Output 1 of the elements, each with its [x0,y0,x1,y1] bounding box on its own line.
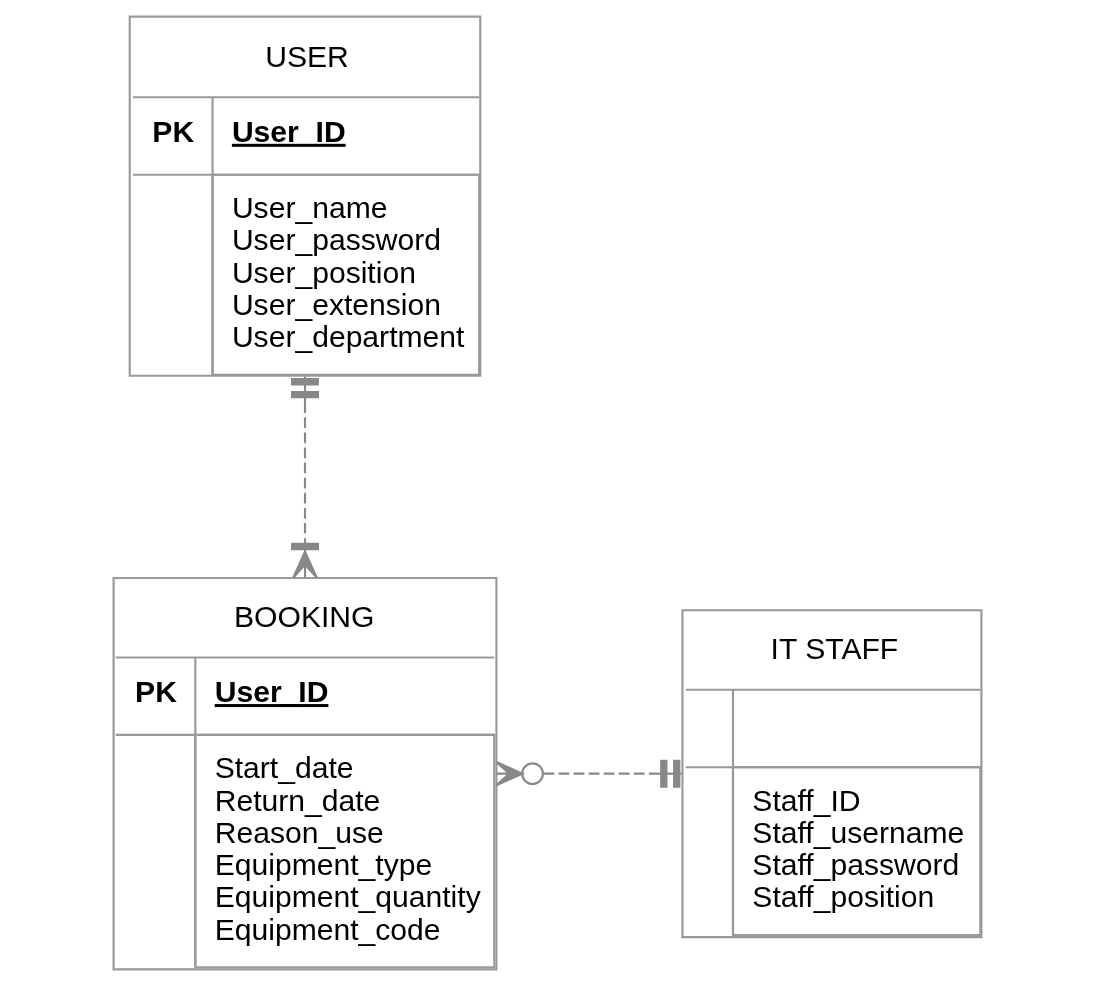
connector [494,759,682,788]
